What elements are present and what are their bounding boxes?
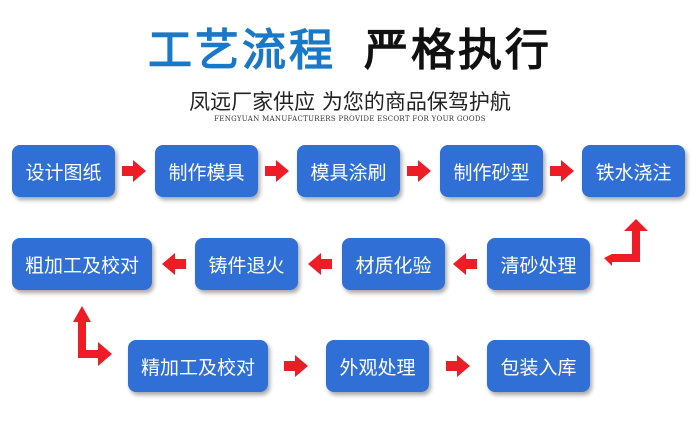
step-mold-coating: 模具涂刷 — [297, 145, 400, 197]
step-annealing: 铸件退火 — [195, 238, 298, 290]
step-appearance-treatment: 外观处理 — [326, 340, 429, 392]
step-make-mold: 制作模具 — [155, 145, 258, 197]
arrow-left-icon — [453, 253, 477, 275]
arrow-left-icon — [162, 253, 186, 275]
step-sand-molding: 制作砂型 — [440, 145, 543, 197]
arrow-right-icon — [446, 355, 470, 377]
arrow-right-icon — [265, 160, 289, 182]
step-finish-machining: 精加工及校对 — [128, 340, 268, 392]
title-part-2: 严格执行 — [364, 25, 552, 76]
arrow-right-icon — [284, 355, 308, 377]
arrow-right-icon — [407, 160, 431, 182]
page-title: 工艺流程严格执行 — [0, 14, 700, 78]
elbow-arrow-icon — [612, 219, 648, 262]
step-iron-pouring: 铁水浇注 — [582, 145, 685, 197]
step-packing-storage: 包装入库 — [487, 340, 590, 392]
subtitle: 凤远厂家供应 为您的商品保驾护航 — [189, 90, 511, 114]
elbow-arrow-icon — [73, 306, 91, 322]
step-design-drawing: 设计图纸 — [12, 145, 115, 197]
step-sand-cleaning: 清砂处理 — [487, 238, 590, 290]
arrow-right-icon — [550, 160, 574, 182]
elbow-arrow-icon — [78, 320, 112, 366]
step-rough-machining: 粗加工及校对 — [12, 238, 152, 290]
step-material-test: 材质化验 — [342, 238, 445, 290]
elbow-arrow-icon — [604, 254, 612, 266]
arrow-right-icon — [122, 160, 146, 182]
arrow-left-icon — [308, 253, 332, 275]
title-part-1: 工艺流程 — [148, 25, 336, 76]
subtitle-english: FENGYUAN MANUFACTURERS PROVIDE ESCORT FO… — [214, 115, 486, 123]
